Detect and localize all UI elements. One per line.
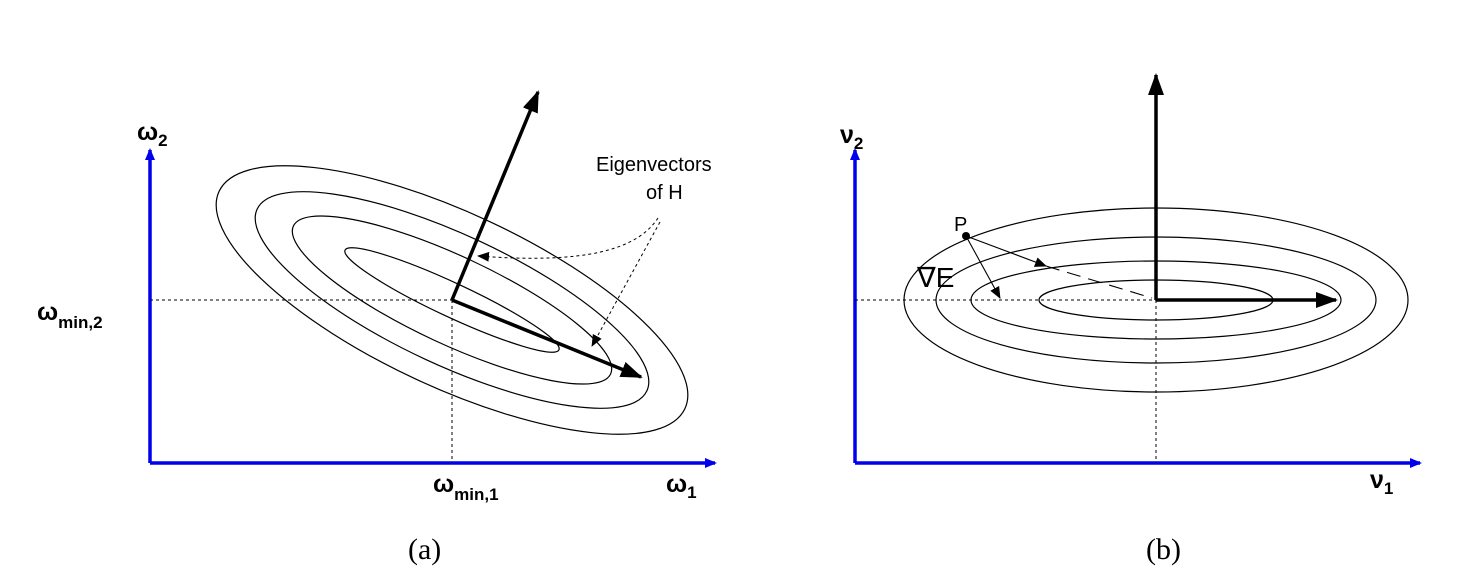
panel-b-direction-dashed — [1045, 265, 1153, 299]
panel-b-y-axis-label: ν2 — [840, 121, 863, 153]
panel-a-annotation-line1: Eigenvectors — [596, 154, 712, 176]
panel-a-y-axis-label: ω2 — [137, 118, 168, 150]
panel-a-ymin-label: ωmin,2 — [37, 298, 103, 332]
panel-a-caption: (a) — [408, 533, 441, 566]
panel-b-point-label: P — [954, 214, 967, 236]
panel-a-contour-3 — [254, 191, 650, 409]
panel-a-eigenvector-minor — [450, 90, 540, 301]
panel-a-contours — [215, 165, 689, 435]
panel-a-eigenvector-major — [451, 298, 643, 379]
panel-b-caption: (b) — [1146, 533, 1181, 566]
panel-b-gradient-arrow — [965, 235, 1001, 299]
panel-a-contour-outer — [215, 165, 689, 435]
panel-b: ν2 ν1 P ∇E (b) — [840, 73, 1422, 566]
panel-a-xmin-label: ωmin,1 — [433, 470, 499, 504]
panel-b-gradient-label: ∇E — [916, 262, 954, 293]
panel-a-annotation-pointer-1 — [477, 217, 659, 262]
panel-a-x-axis-label: ω1 — [666, 470, 697, 502]
panel-b-x-axis-label: ν1 — [1370, 466, 1393, 498]
panel-a: ω2 ω1 ωmin,2 ωmin,1 Eigenvectors of H (a… — [37, 90, 717, 566]
panel-a-contour-2 — [291, 215, 613, 385]
panel-b-direction-arrow-solid — [965, 235, 1047, 267]
panel-a-annotation-line2: of H — [646, 182, 683, 204]
